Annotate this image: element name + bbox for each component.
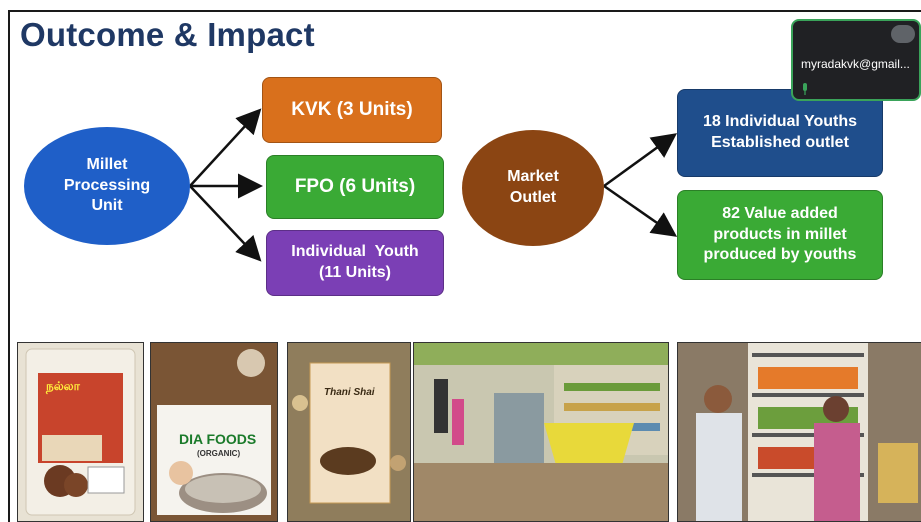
market-outlet-label: Market Outlet	[507, 168, 559, 206]
dia-foods-organic-text: (ORGANIC)	[197, 449, 241, 458]
individual-youth-units-box: Individual Youth (11 Units)	[266, 230, 444, 296]
packet-brand-text: நல்லா	[46, 379, 80, 393]
fpo-units-label: FPO (6 Units)	[294, 175, 416, 197]
arrow-to-kvk	[189, 108, 262, 187]
fpo-units-box: FPO (6 Units)	[266, 155, 444, 219]
participant-email: myradakvk@gmail...	[801, 57, 910, 71]
slide-title: Outcome & Impact	[20, 16, 315, 53]
participant-tile[interactable]: myradakvk@gmail...	[791, 19, 921, 101]
microphone-icon[interactable]	[801, 83, 809, 95]
arrow-to-outlets	[603, 133, 678, 188]
kvk-units-label: KVK (3 Units)	[291, 98, 413, 120]
individual-youth-units-label: Individual Youth (11 Units)	[291, 243, 424, 281]
value-added-products-label: 82 Value added products in millet produc…	[703, 204, 857, 264]
dia-foods-packet-illustration	[151, 343, 277, 521]
millet-processing-unit-label: Millet Processing Unit	[63, 155, 151, 215]
millet-shop-interior-photo	[413, 342, 669, 522]
arrow-to-individual-youth	[189, 185, 262, 262]
individual-youths-outlet-box: 18 Individual Youths Established outlet	[677, 89, 883, 177]
dia-foods-brand-text: DIA FOODS	[179, 431, 257, 447]
market-outlet-node: Market Outlet	[462, 130, 604, 246]
millet-store-customers-photo	[677, 342, 921, 522]
participant-icon[interactable]	[891, 25, 915, 43]
millet-processing-unit-node: Millet Processing Unit	[24, 127, 190, 245]
value-added-products-box: 82 Value added products in millet produc…	[677, 190, 883, 280]
thani-brand-text: Thani Shai	[324, 387, 375, 398]
shop-interior-illustration	[414, 343, 668, 521]
millet-flour-packet-illustration	[25, 348, 136, 516]
millet-flour-packet-photo: நல்லா	[17, 342, 144, 522]
kvk-units-box: KVK (3 Units)	[262, 77, 442, 143]
arrow-to-value-added	[603, 184, 678, 237]
dia-foods-packet-photo: DIA FOODS (ORGANIC)	[150, 342, 278, 522]
store-customers-illustration	[678, 343, 921, 521]
thani-packet-illustration	[288, 343, 410, 521]
thani-packet-photo: Thani Shai	[287, 342, 411, 522]
individual-youths-outlet-label: 18 Individual Youths Established outlet	[702, 113, 858, 151]
